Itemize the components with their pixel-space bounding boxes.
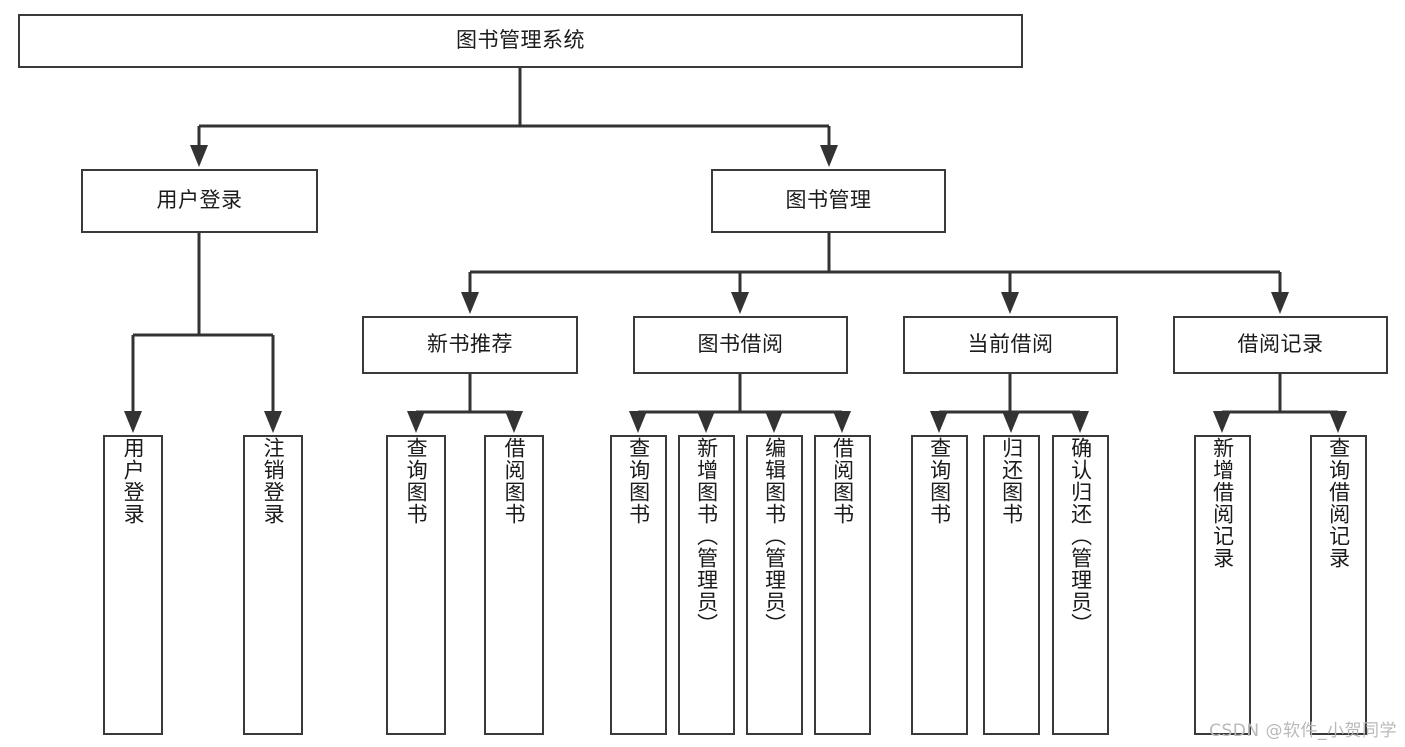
node-leaf-query-book-3[interactable]: 查询图书: [911, 435, 968, 735]
node-leaf-add-book-admin-label: 新增图书（管理员）: [694, 437, 719, 635]
node-leaf-user-logout[interactable]: 注销登录: [243, 435, 303, 735]
node-current-borrow[interactable]: 当前借阅: [903, 316, 1118, 374]
node-root-system[interactable]: 图书管理系统: [18, 14, 1023, 68]
node-new-book-rec[interactable]: 新书推荐: [362, 316, 578, 374]
node-leaf-borrow-book-1[interactable]: 借阅图书: [484, 435, 544, 735]
node-leaf-borrow-book-1-label: 借阅图书: [502, 437, 527, 525]
node-leaf-add-borrow-record[interactable]: 新增借阅记录: [1194, 435, 1251, 735]
arrow-head-icon: [1329, 411, 1347, 433]
node-leaf-edit-book-admin-label: 编辑图书（管理员）: [762, 437, 787, 635]
arrow-head-icon: [1271, 292, 1289, 314]
node-leaf-confirm-return-admin[interactable]: 确认归还（管理员）: [1052, 435, 1109, 735]
node-book-manage-label: 图书管理: [785, 188, 872, 213]
node-leaf-query-borrow-record[interactable]: 查询借阅记录: [1310, 435, 1367, 735]
node-book-borrow[interactable]: 图书借阅: [633, 316, 848, 374]
node-leaf-user-login[interactable]: 用户登录: [103, 435, 163, 735]
node-user-login[interactable]: 用户登录: [81, 169, 318, 233]
node-leaf-add-book-admin[interactable]: 新增图书（管理员）: [678, 435, 735, 735]
node-leaf-query-book-3-label: 查询图书: [927, 437, 952, 525]
arrow-head-icon: [820, 145, 838, 167]
arrow-head-icon: [1071, 411, 1089, 433]
node-new-book-rec-label: 新书推荐: [427, 332, 513, 357]
node-leaf-query-book-1-label: 查询图书: [404, 437, 429, 525]
node-leaf-query-book-2-label: 查询图书: [626, 437, 651, 525]
node-leaf-user-login-label: 用户登录: [121, 437, 146, 525]
node-root-system-label: 图书管理系统: [456, 28, 585, 53]
arrow-head-icon: [731, 292, 749, 314]
node-user-login-label: 用户登录: [156, 188, 243, 213]
node-leaf-query-borrow-record-label: 查询借阅记录: [1326, 437, 1351, 569]
arrow-head-icon: [407, 411, 425, 433]
node-book-borrow-label: 图书借阅: [697, 332, 784, 357]
node-leaf-query-book-2[interactable]: 查询图书: [610, 435, 667, 735]
node-leaf-user-logout-label: 注销登录: [261, 437, 286, 525]
arrow-head-icon: [930, 411, 948, 433]
arrow-head-icon: [1213, 411, 1231, 433]
node-borrow-record[interactable]: 借阅记录: [1173, 316, 1388, 374]
arrow-head-icon: [461, 292, 479, 314]
node-leaf-return-book[interactable]: 归还图书: [983, 435, 1040, 735]
arrow-head-icon: [629, 411, 647, 433]
node-leaf-borrow-book-2[interactable]: 借阅图书: [814, 435, 871, 735]
node-leaf-return-book-label: 归还图书: [999, 437, 1024, 525]
node-book-manage[interactable]: 图书管理: [711, 169, 946, 233]
arrow-head-icon: [765, 411, 783, 433]
node-borrow-record-label: 借阅记录: [1237, 332, 1324, 357]
arrow-head-icon: [1002, 411, 1020, 433]
arrow-head-icon: [124, 411, 142, 433]
node-leaf-edit-book-admin[interactable]: 编辑图书（管理员）: [746, 435, 803, 735]
node-leaf-add-borrow-record-label: 新增借阅记录: [1210, 437, 1235, 569]
node-leaf-confirm-return-admin-label: 确认归还（管理员）: [1068, 437, 1093, 635]
arrow-head-icon: [697, 411, 715, 433]
arrow-head-icon: [1001, 292, 1019, 314]
arrow-heads: [124, 145, 1347, 433]
node-leaf-borrow-book-2-label: 借阅图书: [830, 437, 855, 525]
arrow-head-icon: [190, 145, 208, 167]
arrow-head-icon: [833, 411, 851, 433]
node-leaf-query-book-1[interactable]: 查询图书: [386, 435, 446, 735]
arrow-head-icon: [505, 411, 523, 433]
arrow-head-icon: [264, 411, 282, 433]
node-current-borrow-label: 当前借阅: [967, 332, 1054, 357]
